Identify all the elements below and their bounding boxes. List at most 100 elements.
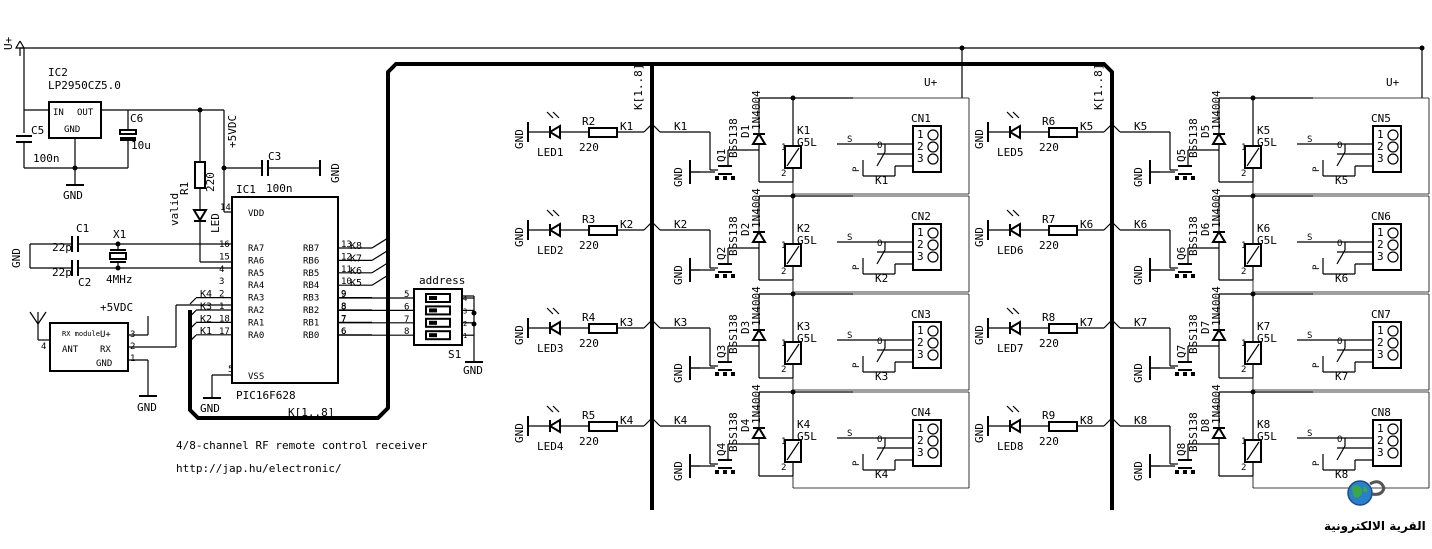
resistor-body xyxy=(588,323,618,334)
mcu-pin-number: 7 xyxy=(341,315,346,325)
transistor-ref: Q5 xyxy=(1175,149,1188,162)
resistor-value: 220 xyxy=(1039,435,1059,448)
mcu-pin-name: RA6 xyxy=(248,256,264,266)
mcu-net-label: K3 xyxy=(200,301,212,312)
contact-o: O xyxy=(877,337,882,347)
diode-part: 1N4004 xyxy=(1210,384,1223,424)
wire xyxy=(1006,307,1014,315)
connector-body xyxy=(1372,125,1402,173)
mcu-pin-name: RB6 xyxy=(303,256,319,266)
diode-part: 1N4004 xyxy=(1210,90,1223,130)
diode-triangle xyxy=(751,230,767,243)
connector-ref: CN5 xyxy=(1371,112,1391,125)
mcu-pin-number: 15 xyxy=(219,252,230,262)
relay-pin: 2 xyxy=(781,365,786,375)
contact-s: S xyxy=(847,429,852,439)
transistor-ref: Q8 xyxy=(1175,443,1188,456)
connector-ref: CN2 xyxy=(911,210,931,223)
resistor-body xyxy=(588,421,618,432)
connector-body xyxy=(912,321,942,369)
wire xyxy=(1111,417,1121,427)
mcu-pin-number: 9 xyxy=(341,290,346,300)
connector-pin-number: 2 xyxy=(917,238,924,251)
diode-part: 1N4004 xyxy=(750,188,763,228)
oscillator: GND C1 22p 22p C2 X1 4MHz xyxy=(10,222,232,289)
connector-ref: CN8 xyxy=(1371,406,1391,419)
wire xyxy=(552,111,560,119)
mcu-pin-name: RB7 xyxy=(303,244,319,254)
led-ref: LED7 xyxy=(997,342,1024,355)
vplus-label-2: U+ xyxy=(1386,76,1400,89)
led-ref: LED6 xyxy=(997,244,1024,257)
connector-pin-number: 2 xyxy=(917,140,924,153)
mcu-pin-name: RB4 xyxy=(303,281,319,291)
wire xyxy=(786,147,800,167)
diode-ref: D4 xyxy=(739,418,752,432)
connector-ref: CN3 xyxy=(911,308,931,321)
led-ref: LED2 xyxy=(537,244,564,257)
gnd-label: GND xyxy=(1132,167,1145,187)
wire xyxy=(1111,123,1121,133)
mosfet-pin xyxy=(1191,470,1195,474)
resistor-value: 220 xyxy=(579,337,599,350)
mosfet-pin xyxy=(715,176,719,180)
resistor-ref: R9 xyxy=(1042,409,1055,422)
mcu-pin-name: RB2 xyxy=(303,306,319,316)
logo-text: القرية الالكترونية xyxy=(1324,519,1426,534)
diode-ref: D3 xyxy=(739,321,752,334)
diode-ref: D5 xyxy=(1199,125,1212,138)
wire xyxy=(1006,111,1014,119)
contact-p: P xyxy=(1312,166,1322,172)
net-label: K6 xyxy=(1134,218,1147,231)
connector-pin-number: 2 xyxy=(1377,336,1384,349)
wire xyxy=(1103,123,1113,133)
net-label: K2 xyxy=(620,218,633,231)
connector-pin-number: 1 xyxy=(917,226,924,239)
contact-p: P xyxy=(852,362,862,368)
transistor-part: BSS138 xyxy=(1187,118,1200,158)
net-label: K6 xyxy=(1080,218,1093,231)
resistor-body xyxy=(588,127,618,138)
wire xyxy=(371,249,389,261)
c1-ref: C1 xyxy=(76,222,89,235)
wire xyxy=(546,405,554,413)
wire xyxy=(1006,405,1014,413)
mcu-net-label: K6 xyxy=(350,266,362,277)
mcu-pin-number: 8 xyxy=(341,302,346,312)
c6-value: 10u xyxy=(131,139,151,152)
relay-pin: 2 xyxy=(781,267,786,277)
mosfet-pin xyxy=(1183,274,1187,278)
regulator-ic2: IC2 LP2950CZ5.0 IN OUT GND C5 100n C6 10… xyxy=(16,48,200,202)
contact-s: S xyxy=(847,331,852,341)
rx-vplus: U+ xyxy=(100,330,111,340)
connector-pin xyxy=(927,153,939,165)
resistor-ref: R7 xyxy=(1042,213,1055,226)
mosfet-pin xyxy=(731,372,735,376)
transistor-part: BSS138 xyxy=(727,118,740,158)
mcu-vdd-pin: 14 xyxy=(220,203,231,213)
contact-p: P xyxy=(852,166,862,172)
diode-triangle xyxy=(751,132,767,145)
led-valid-label: valid xyxy=(168,193,181,226)
mcu-pin-name: RA7 xyxy=(248,244,264,254)
wire xyxy=(651,123,661,133)
gnd-label: GND xyxy=(513,227,526,247)
resistor-body xyxy=(588,225,618,236)
resistor-ref: R2 xyxy=(582,115,595,128)
connector-pin xyxy=(927,325,939,337)
gnd-label: GND xyxy=(672,363,685,383)
c6-ref: C6 xyxy=(130,112,143,125)
connector-pin-number: 3 xyxy=(1377,250,1384,263)
led-ref: LED8 xyxy=(997,440,1024,453)
mosfet-pin xyxy=(731,274,735,278)
connector-pin xyxy=(1387,239,1399,251)
contact-o: O xyxy=(1337,141,1342,151)
wire xyxy=(643,319,653,329)
contact-p: P xyxy=(1312,264,1322,270)
relay-part: G5L xyxy=(797,234,817,247)
mcu-pin-number: 4 xyxy=(219,265,224,275)
mosfet-pin xyxy=(723,176,727,180)
